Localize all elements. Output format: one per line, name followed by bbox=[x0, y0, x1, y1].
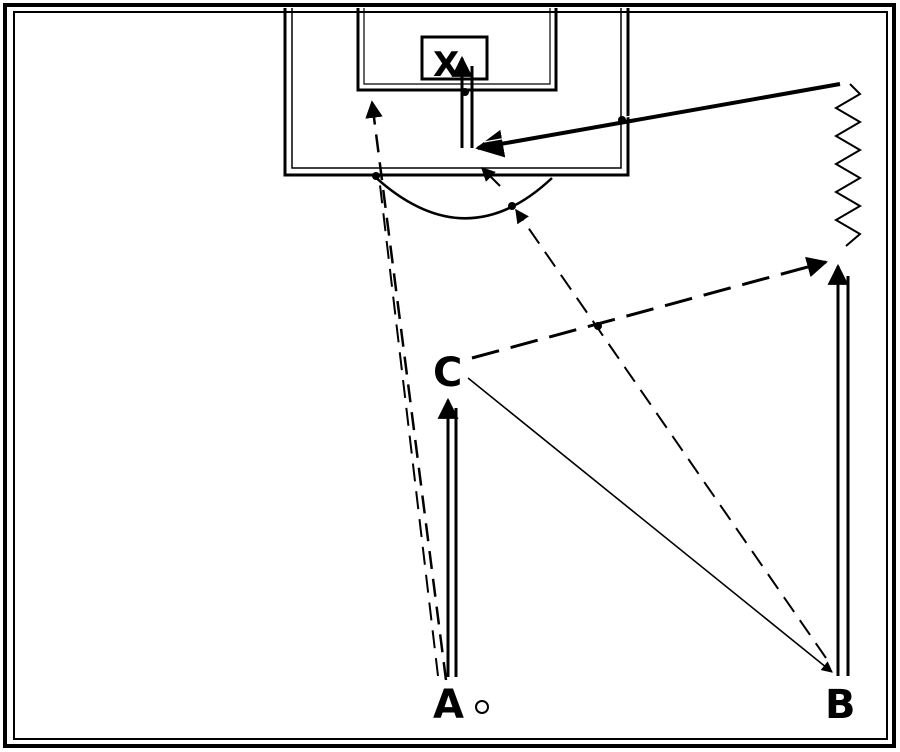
pass-b-to-arc bbox=[515, 208, 827, 659]
dot-lane-left bbox=[372, 172, 380, 180]
ball-icon bbox=[475, 700, 489, 714]
free-throw-arc bbox=[372, 174, 553, 220]
player-a-label: A bbox=[433, 682, 464, 728]
pass-intersection-dot bbox=[594, 322, 602, 330]
court-outer-border bbox=[3, 3, 896, 748]
basket-label: X bbox=[433, 45, 459, 85]
pass-a-to-lane-1 bbox=[365, 100, 448, 681]
dot-arc-right bbox=[508, 202, 516, 210]
dribble-zigzag bbox=[834, 83, 862, 247]
pass-wing-to-lane-inner bbox=[483, 79, 837, 143]
restricted-box-inner bbox=[363, 8, 551, 85]
cut-c-to-b bbox=[467, 377, 833, 673]
pass-a-to-lane-2 bbox=[379, 184, 439, 677]
lane-entry-arrow bbox=[481, 167, 501, 187]
dot-lane-top bbox=[461, 88, 469, 96]
player-c-label: C bbox=[433, 350, 462, 396]
pass-wing-to-lane bbox=[475, 82, 841, 158]
player-b-label: B bbox=[825, 682, 856, 728]
pass-c-to-wing bbox=[471, 256, 829, 360]
court-inner-border bbox=[13, 11, 888, 740]
basket-box bbox=[420, 35, 489, 81]
lane-inner-lines bbox=[291, 8, 622, 169]
free-throw-lane bbox=[283, 8, 630, 177]
dot-wing-pass bbox=[618, 116, 626, 124]
restricted-box bbox=[356, 8, 558, 92]
